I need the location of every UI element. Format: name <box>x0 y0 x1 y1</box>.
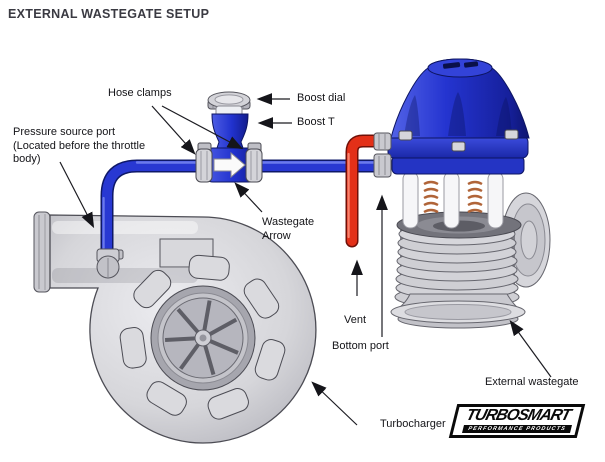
label-turbocharger: Turbocharger <box>380 418 446 430</box>
turbo-inlet-flange <box>33 211 51 293</box>
boost-t-assembly <box>195 91 263 183</box>
turbocharger-illustration <box>33 211 317 444</box>
label-boost-t: Boost T <box>297 116 335 128</box>
label-bottom-port: Bottom port <box>332 340 389 352</box>
external-wastegate-illustration <box>373 58 551 329</box>
hose-clamps-arrow-right <box>161 105 244 150</box>
page-title: EXTERNAL WASTEGATE SETUP <box>8 7 210 21</box>
turbocharger-arrow <box>311 381 358 426</box>
wastegate-vband-flange <box>390 293 526 329</box>
label-wastegate-arrow: Wastegate Arrow <box>262 216 315 242</box>
wastegate-springs <box>423 180 483 214</box>
pressure-source-arrow <box>59 161 95 229</box>
turbosmart-logo: TURBOSMART PERFORMANCE PRODUCTS <box>448 404 586 438</box>
label-external-wastegate: External wastegate <box>485 376 579 388</box>
callout-arrows <box>59 93 552 426</box>
pressure-source-port-fitting <box>96 248 124 279</box>
wastegate-bottom-port <box>373 153 392 178</box>
label-boost-dial: Boost dial <box>297 92 346 104</box>
wastegate-spring-section <box>396 171 522 239</box>
external-wastegate-arrow <box>509 320 552 378</box>
wastegate-direction-arrow <box>213 151 246 179</box>
vent-pipe <box>345 134 387 248</box>
boost-t-body <box>211 113 249 152</box>
turbosmart-logo-tagline: PERFORMANCE PRODUCTS <box>462 425 573 433</box>
wastegate-cap <box>387 58 530 175</box>
label-vent: Vent <box>344 314 367 326</box>
wastegate-arrow-callout <box>234 182 263 213</box>
hose-clamp-left <box>195 142 213 183</box>
wastegate-cap-bolts <box>398 129 519 152</box>
label-pressure-source-port: Pressure source port (Located before the… <box>13 126 146 165</box>
turbosmart-logo-brand: TURBOSMART <box>464 407 572 424</box>
compressor-wheel <box>150 285 256 391</box>
label-hose-clamps: Hose clamps <box>108 87 172 99</box>
hose-clamp-right <box>245 142 263 183</box>
hose-clamps-arrow-left <box>151 105 196 155</box>
boost-dial-face <box>214 94 244 105</box>
inlet-tube-highlight <box>52 221 198 234</box>
inlet-tube-shadow <box>52 268 198 283</box>
wastegate-top-port <box>373 132 392 151</box>
compressor-front-pads <box>119 254 286 420</box>
